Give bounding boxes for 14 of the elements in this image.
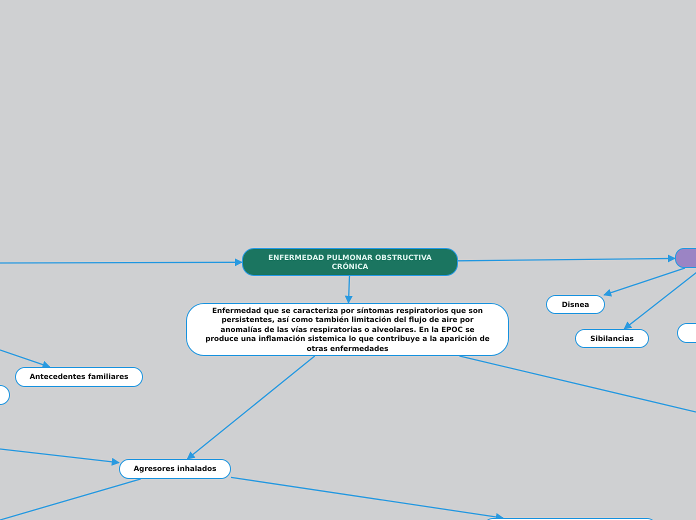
arrow bbox=[458, 254, 676, 263]
arrow bbox=[0, 448, 120, 466]
arrow bbox=[0, 349, 50, 368]
topic-box bbox=[546, 295, 605, 314]
arrow bbox=[344, 276, 353, 304]
topic-box bbox=[575, 329, 649, 348]
arrow bbox=[186, 356, 316, 460]
topic-box bbox=[186, 303, 509, 356]
topic-box bbox=[119, 459, 231, 479]
arrow bbox=[0, 258, 243, 266]
arrow bbox=[603, 267, 686, 297]
topic-box bbox=[242, 248, 458, 276]
topic-box bbox=[15, 367, 143, 387]
arrow bbox=[230, 476, 504, 520]
